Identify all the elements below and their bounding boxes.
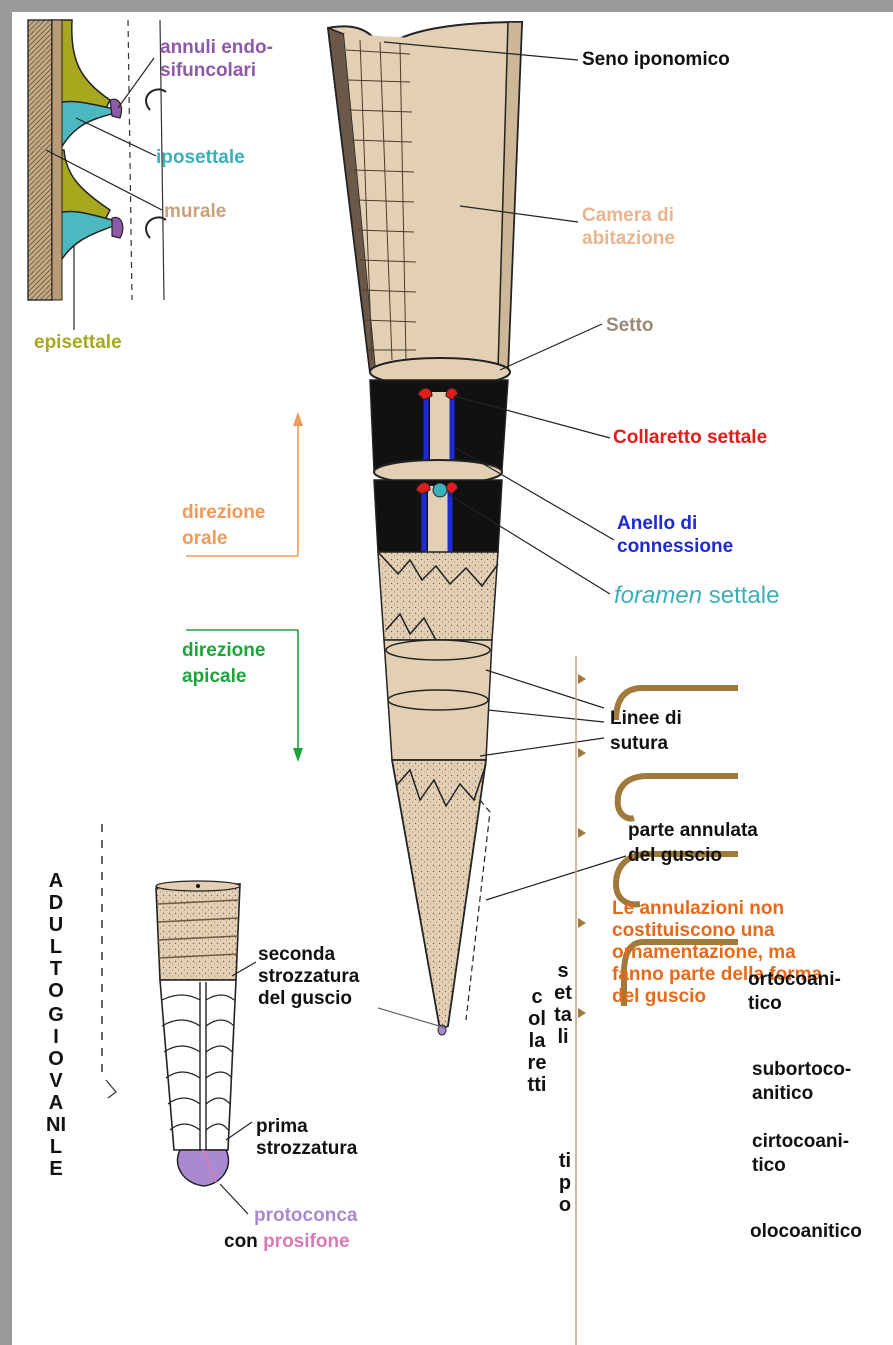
label-murale: murale [164,200,226,223]
label-direzione-orale: direzione orale [182,500,265,552]
label-prima-strozzatura: prima strozzatura [256,1116,357,1160]
foramen-italic: foramen [614,582,702,609]
label-setto: Setto [606,314,654,337]
label-linee-di-sutura: Linee di sutura [610,706,682,756]
label-cirtocoanitico: cirtocoani- tico [752,1130,849,1178]
label-adulto: ADULTO [46,870,66,1002]
con-word: con [224,1231,263,1252]
prosifone-word: prosifone [263,1231,350,1252]
label-collaretti-column: collaretti [526,986,548,1096]
label-annuli-endosifuncolari: annuli endo- sifuncolari [160,36,273,82]
label-protoconca: protoconca [254,1204,357,1227]
label-seconda-strozzatura: seconda strozzatura del guscio [258,944,359,1010]
label-anello-di-connessione: Anello di connessione [617,512,733,558]
label-olocoanitico: olocoanitico [750,1220,862,1243]
label-collaretto-settale: Collaretto settale [613,426,767,449]
wall-hatch [28,20,52,300]
annulus-lower [112,217,123,238]
label-foramen-settale: foramen settale [614,582,779,610]
label-parte-annulata: parte annulata del guscio [628,818,758,868]
label-tipo-column: tipo [554,1150,576,1216]
small-shell [102,824,256,1214]
label-settali-column: settali [552,960,574,1048]
label-iposettale: iposettale [156,146,245,169]
label-ortocoanitico: ortocoani- tico [748,968,841,1016]
label-subortocoanitico: subortoco- anitico [752,1058,851,1106]
label-direzione-apicale: direzione apicale [182,638,265,690]
main-shell [328,22,626,1035]
label-seno-iponomico: Seno iponomico [582,48,730,71]
label-giovanile: GIOVANILE [46,1004,66,1180]
wall-detail [28,20,166,330]
murale-layer [52,20,62,300]
label-episettale: episettale [34,331,122,354]
label-con-prosifone: con prosifone [224,1230,350,1253]
annulus-upper [110,99,122,118]
direction-arrows [186,412,303,762]
label-camera-di-abitazione: Camera di abitazione [582,204,675,250]
foramen-rest: settale [702,582,779,609]
